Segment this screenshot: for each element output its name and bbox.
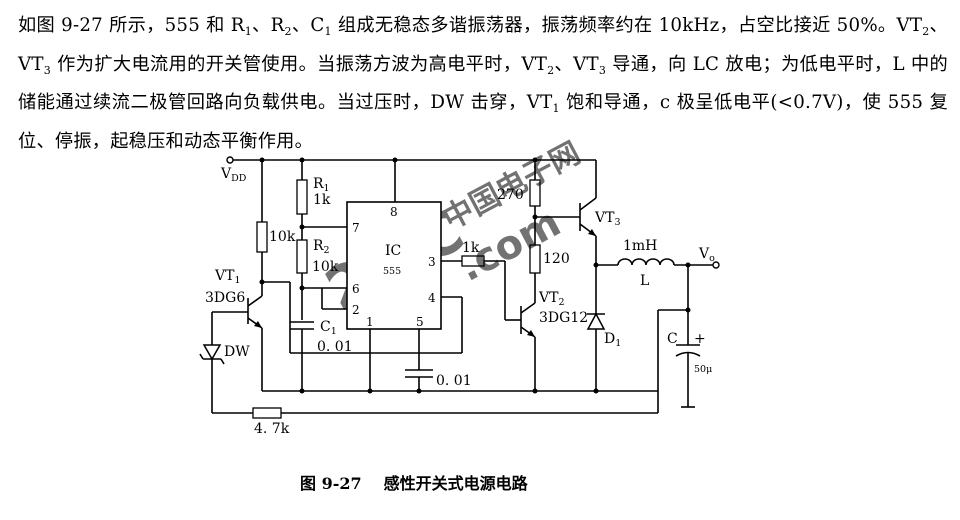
svg-text:VDD: VDD <box>220 166 247 184</box>
svg-text:VT3: VT3 <box>594 210 621 228</box>
figure-caption: 图 9-27 感性开关式电源电路 <box>300 470 528 494</box>
inductor-l: 1mH L <box>617 238 713 289</box>
svg-text:7: 7 <box>352 221 360 235</box>
svg-text:1k: 1k <box>313 192 331 208</box>
diode-d1: D1 <box>586 265 621 391</box>
svg-text:R2: R2 <box>313 238 330 256</box>
svg-text:VT2: VT2 <box>538 290 565 308</box>
node-pin6-pin2 <box>299 285 347 310</box>
svg-text:4: 4 <box>428 291 436 305</box>
svg-text:+: + <box>694 331 706 347</box>
svg-text:IC: IC <box>385 243 401 259</box>
svg-text:0. 01: 0. 01 <box>317 339 353 355</box>
svg-text:3DG6: 3DG6 <box>205 290 245 306</box>
svg-text:1: 1 <box>366 315 374 329</box>
resistor-270: 270 <box>497 160 541 245</box>
resistor-vt1-collector: 10k <box>256 160 296 282</box>
svg-text:6: 6 <box>352 282 360 296</box>
svg-text:D1: D1 <box>604 331 621 349</box>
svg-text:3DG12: 3DG12 <box>539 310 588 326</box>
node-pin7 <box>299 224 347 230</box>
description-text: 如图 9-27 所示，555 和 R1、R2、C1 组成无稳态多谐振荡器，振荡频… <box>18 15 949 152</box>
ground-rail <box>262 388 658 394</box>
switch-node <box>593 262 618 268</box>
transistor-vt1: VT1 3DG6 <box>205 268 462 391</box>
zener-dw: DW <box>199 312 250 413</box>
resistor-vt2-base: 1k <box>461 240 506 320</box>
caption-number: 图 9-27 <box>300 474 362 493</box>
svg-text:Vo: Vo <box>698 246 715 264</box>
svg-text:10k: 10k <box>312 259 339 275</box>
svg-text:2: 2 <box>352 303 360 317</box>
svg-text:R1: R1 <box>313 176 330 194</box>
resistor-r1: R1 1k <box>296 160 331 225</box>
svg-text:1k: 1k <box>462 240 480 256</box>
svg-text:555: 555 <box>383 266 401 277</box>
svg-text:1mH: 1mH <box>623 238 657 254</box>
capacitor-c-output: C + 50μ <box>667 265 712 407</box>
svg-text:5: 5 <box>416 315 424 329</box>
svg-text:C1: C1 <box>320 319 337 337</box>
svg-text:L: L <box>640 273 649 289</box>
svg-text:270: 270 <box>497 187 524 203</box>
feedback-resistor-4k7: 4. 7k <box>212 307 691 437</box>
svg-text:4. 7k: 4. 7k <box>254 421 290 437</box>
svg-text:C: C <box>667 331 678 347</box>
transistor-vt3: VT3 <box>535 160 621 265</box>
transistor-vt2: VT2 3DG12 <box>505 275 588 391</box>
vo-terminal: Vo <box>685 246 720 269</box>
svg-text:10k: 10k <box>269 229 296 245</box>
ic-555: IC 555 8 7 6 2 1 5 3 4 <box>346 201 442 330</box>
resistor-120: 120 <box>529 244 570 275</box>
capacitor-c1: C1 0. 01 <box>290 319 353 391</box>
resistor-r2: R2 10k <box>296 227 339 320</box>
svg-text:120: 120 <box>543 251 570 267</box>
svg-text:8: 8 <box>390 205 398 219</box>
caption-title: 感性开关式电源电路 <box>383 474 528 493</box>
svg-text:DW: DW <box>224 344 250 360</box>
svg-text:3: 3 <box>428 255 436 269</box>
svg-text:50μ: 50μ <box>694 364 712 375</box>
svg-text:0. 01: 0. 01 <box>436 373 472 389</box>
vdd-terminal: VDD <box>220 156 247 184</box>
svg-text:VT1: VT1 <box>214 268 241 286</box>
